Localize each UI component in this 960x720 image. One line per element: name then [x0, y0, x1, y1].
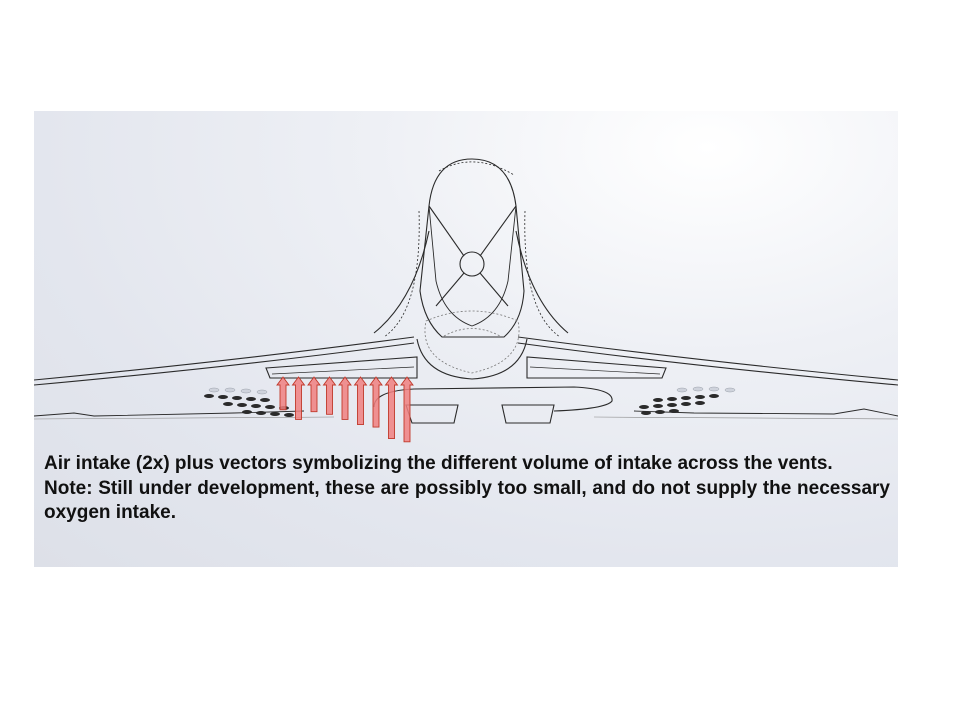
- intake-arrow: [384, 376, 399, 440]
- intake-arrow: [400, 376, 414, 443]
- cad-drawing: [34, 158, 898, 443]
- intake-arrow: [322, 376, 337, 415]
- fuselage-tower: [419, 158, 525, 338]
- engine-bowl: [416, 338, 528, 380]
- intake-arrow: [291, 376, 306, 420]
- intake-arrow: [338, 376, 352, 420]
- caption: Air intake (2x) plus vectors symbolizing…: [44, 452, 890, 526]
- right-intake: [526, 356, 667, 379]
- hub-circle: [459, 251, 485, 277]
- intake-arrow: [276, 376, 290, 411]
- intake-arrow: [369, 376, 383, 428]
- right-wing: [517, 336, 898, 381]
- right-vent-holes: [639, 394, 719, 415]
- caption-line-2: Note: Still under development, these are…: [44, 477, 890, 524]
- left-intake: [265, 356, 418, 379]
- cad-figure-panel: [34, 111, 898, 567]
- caption-line-1: Air intake (2x) plus vectors symbolizing…: [44, 453, 833, 474]
- intake-arrow: [353, 376, 368, 425]
- intake-vector-arrows: [276, 376, 414, 443]
- left-wing: [34, 336, 415, 381]
- intake-arrow: [307, 376, 321, 413]
